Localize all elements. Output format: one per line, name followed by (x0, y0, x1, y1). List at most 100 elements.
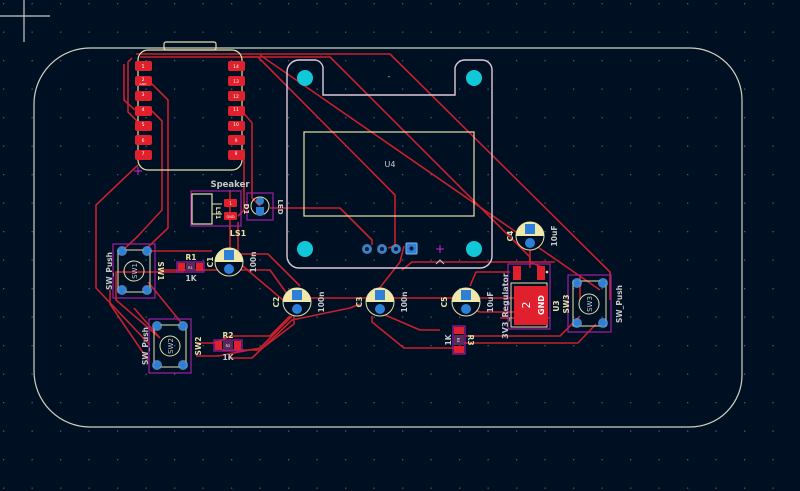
speaker-pad-1[interactable]: 1 (224, 199, 237, 207)
esp-pin[interactable]: 12 (228, 91, 245, 101)
capacitor-pad[interactable] (375, 304, 385, 314)
switch-pad[interactable] (598, 278, 608, 288)
esp-pin[interactable]: 3 (135, 91, 152, 101)
svg-text:R1: R1 (188, 266, 193, 270)
esp-module[interactable]: 1 2 GND 3 4 5 6 (134, 41, 245, 175)
speaker-value-label: Speaker (210, 180, 250, 190)
svg-text:4: 4 (142, 107, 145, 113)
esp-right-pins: 14 13 12 11 10 9 (228, 61, 245, 160)
capacitor-c3[interactable]: C3 100n (355, 287, 409, 317)
switch-pad[interactable] (142, 246, 152, 256)
capacitor-c5[interactable]: C5 10uF (440, 287, 495, 317)
switch-sw2[interactable]: SW2 SW2 SW_Push (141, 318, 203, 374)
display-outline (286, 59, 493, 269)
capacitor-value-label: 100n (400, 292, 409, 313)
esp-pin[interactable]: 6 (135, 135, 152, 145)
mounting-hole[interactable] (297, 70, 313, 86)
svg-text:6: 6 (142, 138, 145, 144)
switch-courtyard (112, 243, 156, 299)
capacitor-value-label: 100n (317, 292, 326, 313)
display-notch (435, 259, 445, 265)
regulator-courtyard (507, 263, 551, 330)
capacitor-pad[interactable] (525, 238, 535, 248)
speaker-ref-rot-label: LS1 (214, 207, 221, 219)
display-screen-outline (303, 131, 475, 217)
switch-pad[interactable] (572, 318, 582, 328)
resistor-value-label: 1K (444, 333, 453, 345)
mounting-hole[interactable] (297, 241, 313, 257)
esp-pin[interactable]: 5 (135, 121, 152, 131)
capacitor-pad[interactable] (292, 304, 302, 314)
regulator-u3[interactable]: 2 GND 3V3_Regulator U3 (501, 263, 561, 339)
esp-pin[interactable]: 8 (228, 150, 245, 160)
regulator-tab-gnd[interactable] (514, 286, 548, 325)
switch-value-label: SW_Push (615, 285, 624, 323)
led-value-label: LED (276, 199, 284, 214)
speaker-ls1[interactable]: Speaker LS1 1 GND LS1 (190, 180, 250, 238)
switch-sw3[interactable]: SW3 SW3 SW_Push (562, 274, 624, 333)
svg-text:2: 2 (142, 77, 145, 83)
capacitor-pad[interactable] (292, 290, 302, 300)
capacitor-ref-label: C4 (506, 231, 515, 242)
capacitor-pad[interactable] (461, 290, 471, 300)
capacitor-pad[interactable] (224, 250, 234, 260)
switch-sw1[interactable]: SW1 SW1 SW_Push (105, 243, 165, 299)
capacitor-ref-label: C5 (440, 297, 449, 308)
switch-pad[interactable] (152, 360, 162, 370)
esp-pin[interactable]: 4 (135, 106, 152, 116)
speaker-ref-label: LS1 (230, 229, 247, 238)
switch-inner-label: SW1 (131, 263, 139, 279)
switch-pad[interactable] (117, 246, 127, 256)
switch-pad[interactable] (178, 360, 188, 370)
svg-text:13: 13 (233, 79, 239, 85)
resistor-r1[interactable]: R1 R1 1K (176, 253, 205, 283)
switch-pad[interactable] (598, 318, 608, 328)
mounting-hole[interactable] (466, 70, 482, 86)
esp-pin[interactable]: 9 (228, 135, 245, 145)
display-minus-mark: - (388, 72, 391, 81)
switch-ref-label: SW2 (194, 337, 203, 356)
led-pad-1[interactable] (256, 197, 264, 205)
capacitor-pad[interactable] (224, 264, 234, 274)
esp-pin[interactable]: 10 (228, 121, 245, 131)
switch-courtyard (148, 318, 192, 374)
capacitor-c2[interactable]: C2 100n (272, 287, 326, 317)
led-ref-label: D1 (242, 204, 250, 215)
capacitor-pad[interactable] (461, 304, 471, 314)
capacitor-value-label: 100n (249, 252, 258, 273)
switch-inner-label: SW3 (586, 296, 594, 312)
mounting-hole[interactable] (466, 241, 482, 257)
switch-ref-label: SW1 (156, 262, 165, 281)
capacitor-pad[interactable] (375, 290, 385, 300)
resistor-r3[interactable]: R3 1K R3 (444, 325, 475, 355)
speaker-pad-gnd[interactable]: GND (224, 212, 237, 220)
switch-pad[interactable] (572, 278, 582, 288)
esp-pin[interactable]: 2 GND (135, 76, 152, 86)
esp-pin[interactable]: 1 (135, 61, 152, 71)
resistor-r2[interactable]: R2 R2 1K (213, 331, 243, 362)
switch-ref-label: SW3 (562, 295, 571, 314)
capacitor-value-label: 10uF (550, 226, 559, 247)
svg-text:GND: GND (140, 82, 148, 86)
regulator-pin-3[interactable] (537, 266, 545, 280)
esp-pin[interactable]: 11 (228, 106, 245, 116)
regulator-pin-1[interactable] (513, 266, 521, 280)
esp-pin[interactable]: 13 (228, 76, 245, 86)
capacitor-c1[interactable]: C1 100n (206, 247, 258, 277)
capacitor-pad[interactable] (525, 224, 535, 234)
switch-pad[interactable] (152, 321, 162, 331)
board-outline (33, 47, 743, 428)
capacitor-value-label: 10uF (486, 292, 495, 313)
origin-marker-icon (134, 167, 142, 175)
led-pad-2[interactable] (256, 207, 264, 215)
switch-pad[interactable] (142, 285, 152, 295)
switch-pad[interactable] (117, 285, 127, 295)
display-module-u4[interactable]: U4 - (286, 59, 493, 269)
led-d1[interactable]: D1 LED (242, 192, 284, 221)
esp-pin[interactable]: 14 (228, 61, 245, 71)
switch-pad[interactable] (178, 321, 188, 331)
esp-pin[interactable]: 7 (135, 150, 152, 160)
capacitor-c4[interactable]: C4 10uF (506, 221, 559, 251)
